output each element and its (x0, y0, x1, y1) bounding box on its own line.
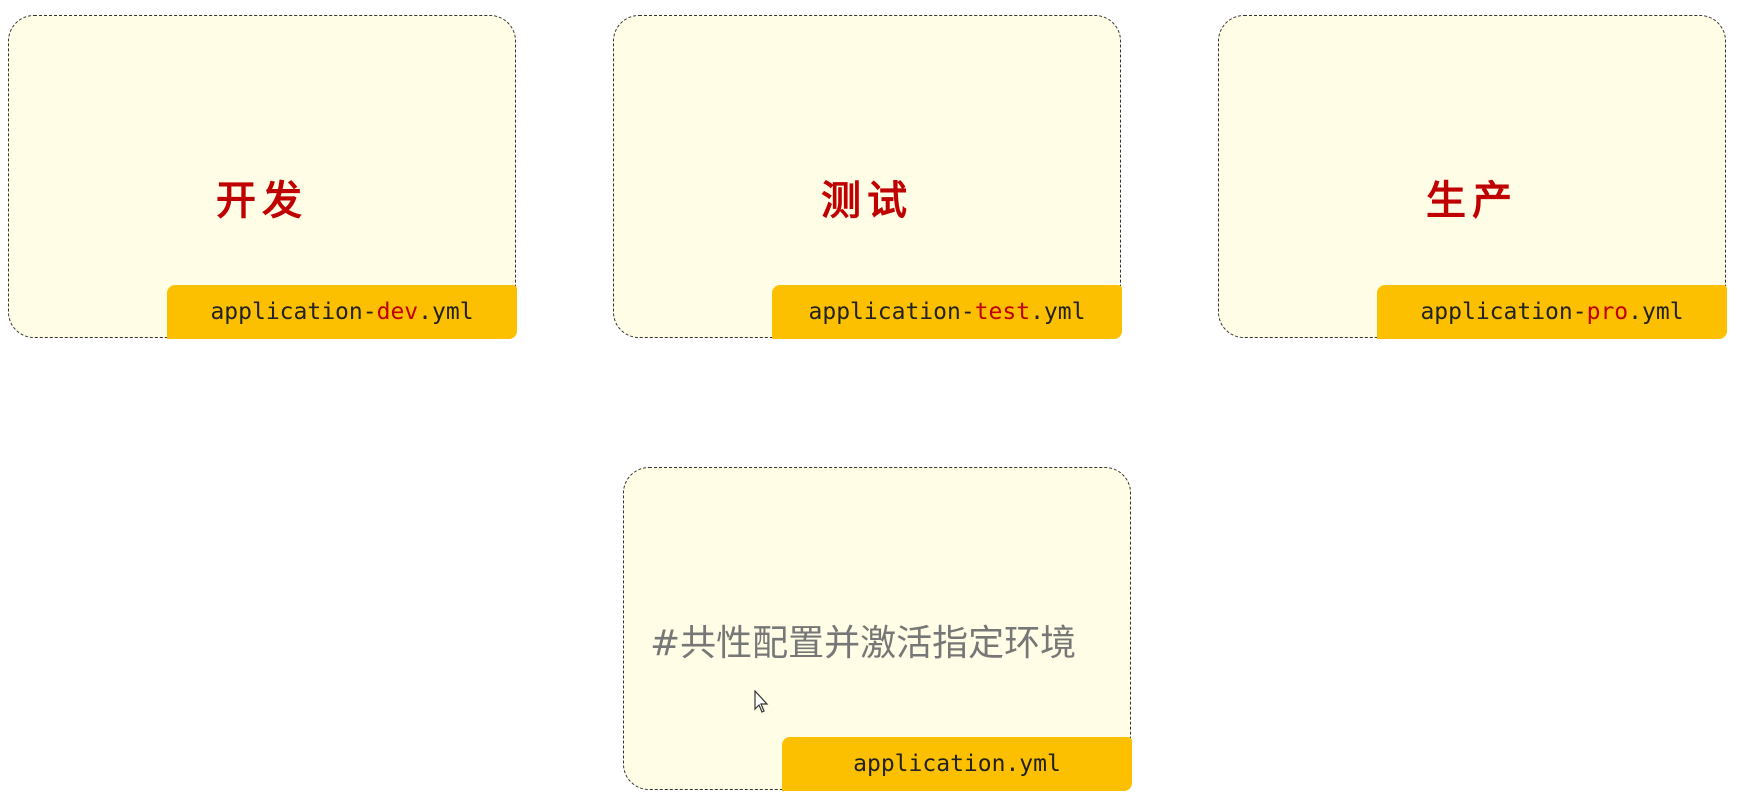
file-suffix: .yml (1030, 299, 1086, 325)
file-suffix: .yml (418, 299, 474, 325)
test-config-card: 测试 application-test.yml (613, 15, 1122, 339)
file-env: dev (376, 299, 419, 325)
file-label: application-test.yml (772, 285, 1122, 339)
file-label: application-pro.yml (1377, 285, 1727, 339)
pro-config-card: 生产 application-pro.yml (1218, 15, 1727, 339)
card-title: 生产 (1426, 177, 1518, 224)
file-label: application-dev.yml (167, 285, 517, 339)
dev-config-card: 开发 application-dev.yml (8, 15, 517, 339)
card-title: 测试 (821, 177, 913, 224)
file-suffix: .yml (1628, 299, 1684, 325)
card-title: 开发 (216, 177, 308, 224)
file-label: application.yml (782, 737, 1132, 791)
config-comment: #共性配置并激活指定环境 (650, 623, 1077, 664)
file-prefix: application- (210, 299, 377, 325)
file-prefix: application- (808, 299, 975, 325)
file-prefix: application- (1420, 299, 1587, 325)
mouse-cursor-icon (754, 689, 770, 718)
file-env: pro (1586, 299, 1629, 325)
file-env: test (974, 299, 1031, 325)
main-config-card: #共性配置并激活指定环境 application.yml (623, 467, 1132, 791)
